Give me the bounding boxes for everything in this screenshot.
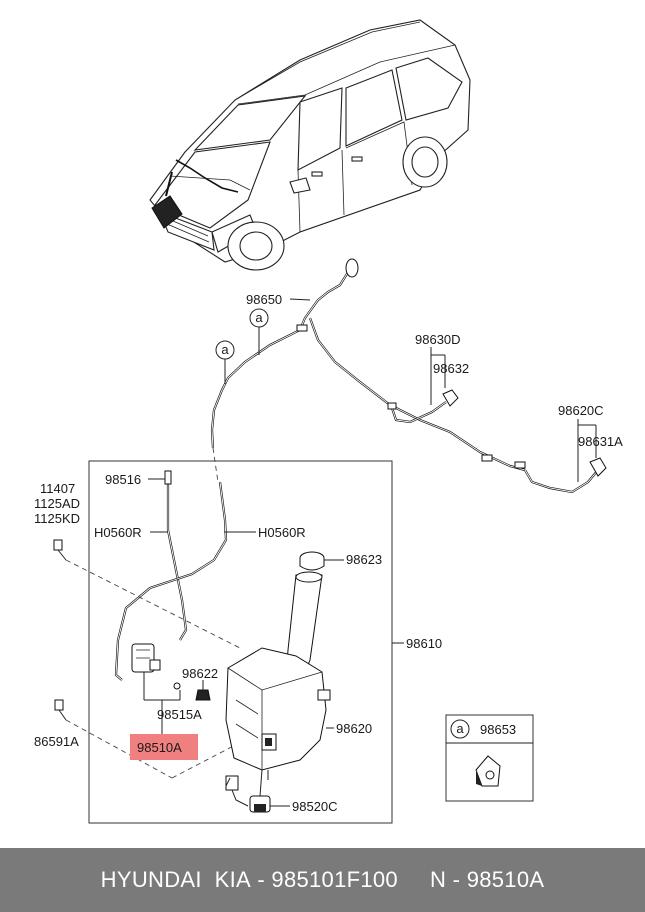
- label-98632: 98632: [433, 361, 469, 376]
- part-labels: 98650 98630D 98632 98620C 98631A 11407 1…: [34, 292, 623, 814]
- nozzle-98631A: [589, 457, 607, 477]
- clip-98653: [475, 755, 501, 787]
- callout-a-lower-label: a: [221, 342, 229, 357]
- label-98620C: 98620C: [558, 403, 604, 418]
- footer-n-value: 98510A: [466, 867, 545, 892]
- callout-a-box-label: a: [456, 721, 464, 736]
- label-98630D: 98630D: [415, 332, 461, 347]
- cap-98623: [299, 551, 325, 571]
- footer-separator-2: -: [446, 867, 467, 892]
- footer-separator-1: -: [250, 867, 272, 892]
- callout-a-lower: a: [215, 340, 235, 384]
- bolt-11407: [53, 539, 67, 561]
- label-98650: 98650: [246, 292, 282, 307]
- label-98623: 98623: [346, 552, 382, 567]
- hose-h0560r: [114, 481, 228, 681]
- label-98510A: 98510A: [137, 740, 182, 755]
- label-98620: 98620: [336, 721, 372, 736]
- callout-a-upper-label: a: [255, 310, 263, 325]
- assembly-frame: [88, 460, 393, 824]
- label-98631A: 98631A: [578, 434, 623, 449]
- label-98515A: 98515A: [157, 707, 202, 722]
- footer-n-label: N: [430, 867, 447, 892]
- label-11407: 11407: [40, 481, 75, 496]
- filter-98515A: [173, 682, 181, 690]
- callout-a-box: a: [450, 719, 470, 739]
- label-98653: 98653: [480, 722, 516, 737]
- hose-assembly-98650: [210, 258, 599, 494]
- vehicle-illustration: [149, 19, 471, 271]
- footer-bar: HYUNDAI KIA - 985101F100 N - 98510A: [0, 848, 645, 912]
- grommet-98622: [195, 689, 211, 701]
- level-sensor-98520C: [225, 769, 271, 813]
- fitting-98516: [164, 470, 172, 485]
- callout-box-98653: [445, 714, 534, 802]
- bolt-86591A: [54, 699, 67, 721]
- label-98520C: 98520C: [292, 799, 338, 814]
- reservoir-tank-98620: [225, 571, 331, 771]
- footer-part-number: 985101F100: [271, 867, 398, 892]
- parts-diagram: a a a 98650 98630D 98632 98620C 98631A 1…: [34, 19, 623, 824]
- washer-pump-98510A: [131, 643, 161, 673]
- highlight-98510A: [130, 734, 198, 760]
- label-98622: 98622: [182, 666, 218, 681]
- footer-spacer: [398, 867, 430, 893]
- callout-a-upper: a: [249, 308, 269, 355]
- label-h0560r-right: H0560R: [258, 525, 306, 540]
- label-h0560r-left: H0560R: [94, 525, 142, 540]
- footer-brand: HYUNDAI KIA: [100, 867, 251, 892]
- label-1125AD: 1125AD: [34, 496, 80, 511]
- label-1125KD: 1125KD: [34, 511, 80, 526]
- label-98516: 98516: [105, 472, 141, 487]
- label-86591A: 86591A: [34, 734, 79, 749]
- leader-lines: [143, 298, 597, 807]
- nozzle-98632: [442, 389, 459, 407]
- label-98610: 98610: [406, 636, 442, 651]
